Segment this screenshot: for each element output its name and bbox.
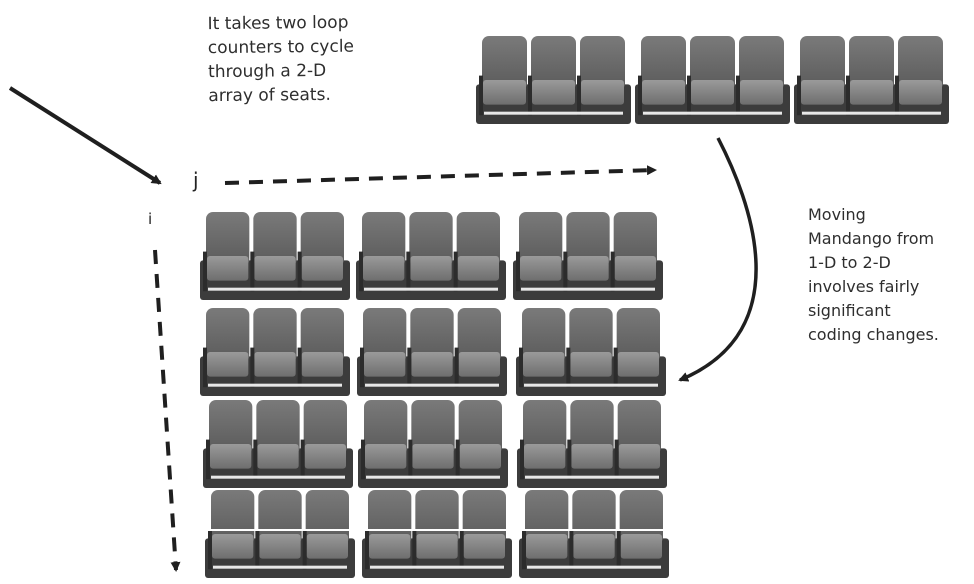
one-d-seat-row — [476, 36, 949, 124]
seat — [250, 212, 296, 291]
seat — [406, 212, 452, 291]
seat — [736, 36, 784, 115]
seat — [520, 400, 566, 479]
j-axis-arrow — [225, 170, 655, 183]
transform-arrow — [680, 138, 756, 380]
seat — [250, 308, 296, 387]
seat-section — [362, 490, 512, 578]
seat — [253, 400, 299, 479]
seat-section — [513, 212, 663, 300]
seat-section — [205, 490, 355, 578]
seat-section — [635, 36, 790, 124]
seat-section — [200, 212, 350, 300]
seat — [614, 308, 660, 387]
seat — [797, 36, 845, 115]
seat-section — [203, 400, 353, 488]
seat — [206, 400, 252, 479]
seat — [615, 400, 661, 479]
two-d-seat-grid — [200, 212, 672, 578]
seat — [203, 212, 249, 291]
seat — [301, 400, 347, 479]
pointer-arrow — [10, 88, 160, 183]
seat — [298, 212, 344, 291]
seat — [611, 212, 657, 291]
seat — [454, 212, 500, 291]
seat — [456, 400, 502, 479]
seat — [567, 400, 613, 479]
seat — [528, 36, 576, 115]
seat-section — [357, 308, 507, 396]
seat — [563, 212, 609, 291]
seat — [577, 36, 625, 115]
seat-section — [516, 308, 666, 396]
seat — [455, 308, 501, 387]
seat-section — [476, 36, 631, 124]
seat-section — [794, 36, 949, 124]
seat — [298, 308, 344, 387]
seat — [687, 36, 735, 115]
seat-section — [358, 400, 508, 488]
seat-section — [200, 308, 350, 396]
seat — [519, 308, 565, 387]
seat — [361, 400, 407, 479]
seat-section — [519, 490, 669, 578]
seat-section — [517, 400, 667, 488]
i-axis-arrow — [155, 250, 176, 570]
seat — [566, 308, 612, 387]
seat — [516, 212, 562, 291]
seat — [846, 36, 894, 115]
seat — [638, 36, 686, 115]
seat — [895, 36, 943, 115]
seat — [360, 308, 406, 387]
seat — [203, 308, 249, 387]
seat — [479, 36, 527, 115]
seat — [359, 212, 405, 291]
seat — [407, 308, 453, 387]
seat-section — [356, 212, 506, 300]
seat — [408, 400, 454, 479]
